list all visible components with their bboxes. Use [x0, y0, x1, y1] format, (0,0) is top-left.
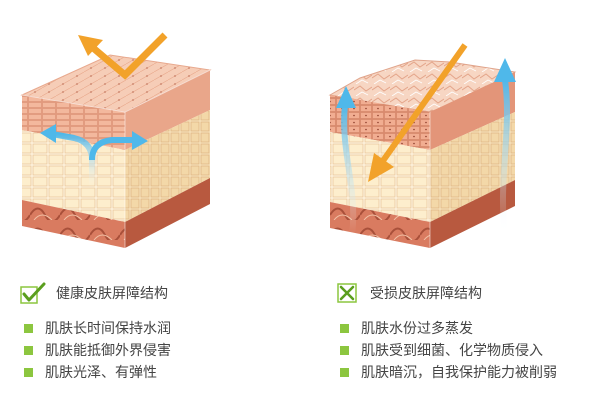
bullet-icon: [24, 345, 33, 355]
bullet-icon: [340, 345, 349, 355]
healthy-caption: 健康皮肤屏障结构: [20, 282, 168, 304]
checkmark-icon: [20, 282, 46, 304]
bullet-icon: [340, 323, 349, 333]
epidermis-layer-side: [125, 70, 210, 150]
list-item: 肌肤水份过多蒸发: [340, 317, 557, 339]
bullet-icon: [24, 367, 33, 377]
damaged-effects-list: 肌肤水份过多蒸发 肌肤受到细菌、化学物质侵入 肌肤暗沉，自我保护能力被削弱: [340, 317, 557, 383]
damaged-skin-diagram: [328, 43, 517, 248]
healthy-skin-diagram: [20, 32, 212, 248]
cell-layer: [22, 130, 125, 222]
dermis-layer: [22, 200, 125, 248]
moisture-loss-arrow-left-icon: [336, 86, 357, 236]
healthy-caption-text: 健康皮肤屏障结构: [56, 286, 168, 302]
bullet-icon: [24, 323, 33, 333]
moisture-arrow-icon: [40, 124, 148, 188]
damaged-caption-text: 受损皮肤屏障结构: [370, 286, 482, 302]
list-item: 肌肤受到细菌、化学物质侵入: [340, 339, 557, 361]
reflect-arrow-icon: [78, 32, 168, 80]
dermis-layer-side: [125, 178, 210, 248]
list-item: 肌肤暗沉，自我保护能力被削弱: [340, 361, 557, 383]
list-item: 肌肤长时间保持水润: [24, 317, 171, 339]
dermis-layer-damaged-side: [430, 180, 515, 248]
epidermis-layer-damaged: [330, 95, 430, 150]
damaged-caption: 受损皮肤屏障结构: [336, 282, 482, 304]
healthy-benefits-list: 肌肤长时间保持水润 肌肤能抵御外界侵害 肌肤光泽、有弹性: [24, 317, 171, 383]
cell-layer-damaged-side: [430, 112, 515, 222]
epidermis-layer: [22, 95, 125, 150]
epidermis-layer-damaged-side: [430, 72, 515, 150]
cell-layer-side: [125, 110, 210, 222]
x-icon: [337, 283, 357, 303]
bullet-icon: [340, 367, 349, 377]
list-item: 肌肤能抵御外界侵害: [24, 339, 171, 361]
moisture-loss-arrow-right-icon: [494, 58, 516, 236]
list-item: 肌肤光泽、有弹性: [24, 361, 171, 383]
intrusion-arrow-icon: [368, 43, 468, 182]
